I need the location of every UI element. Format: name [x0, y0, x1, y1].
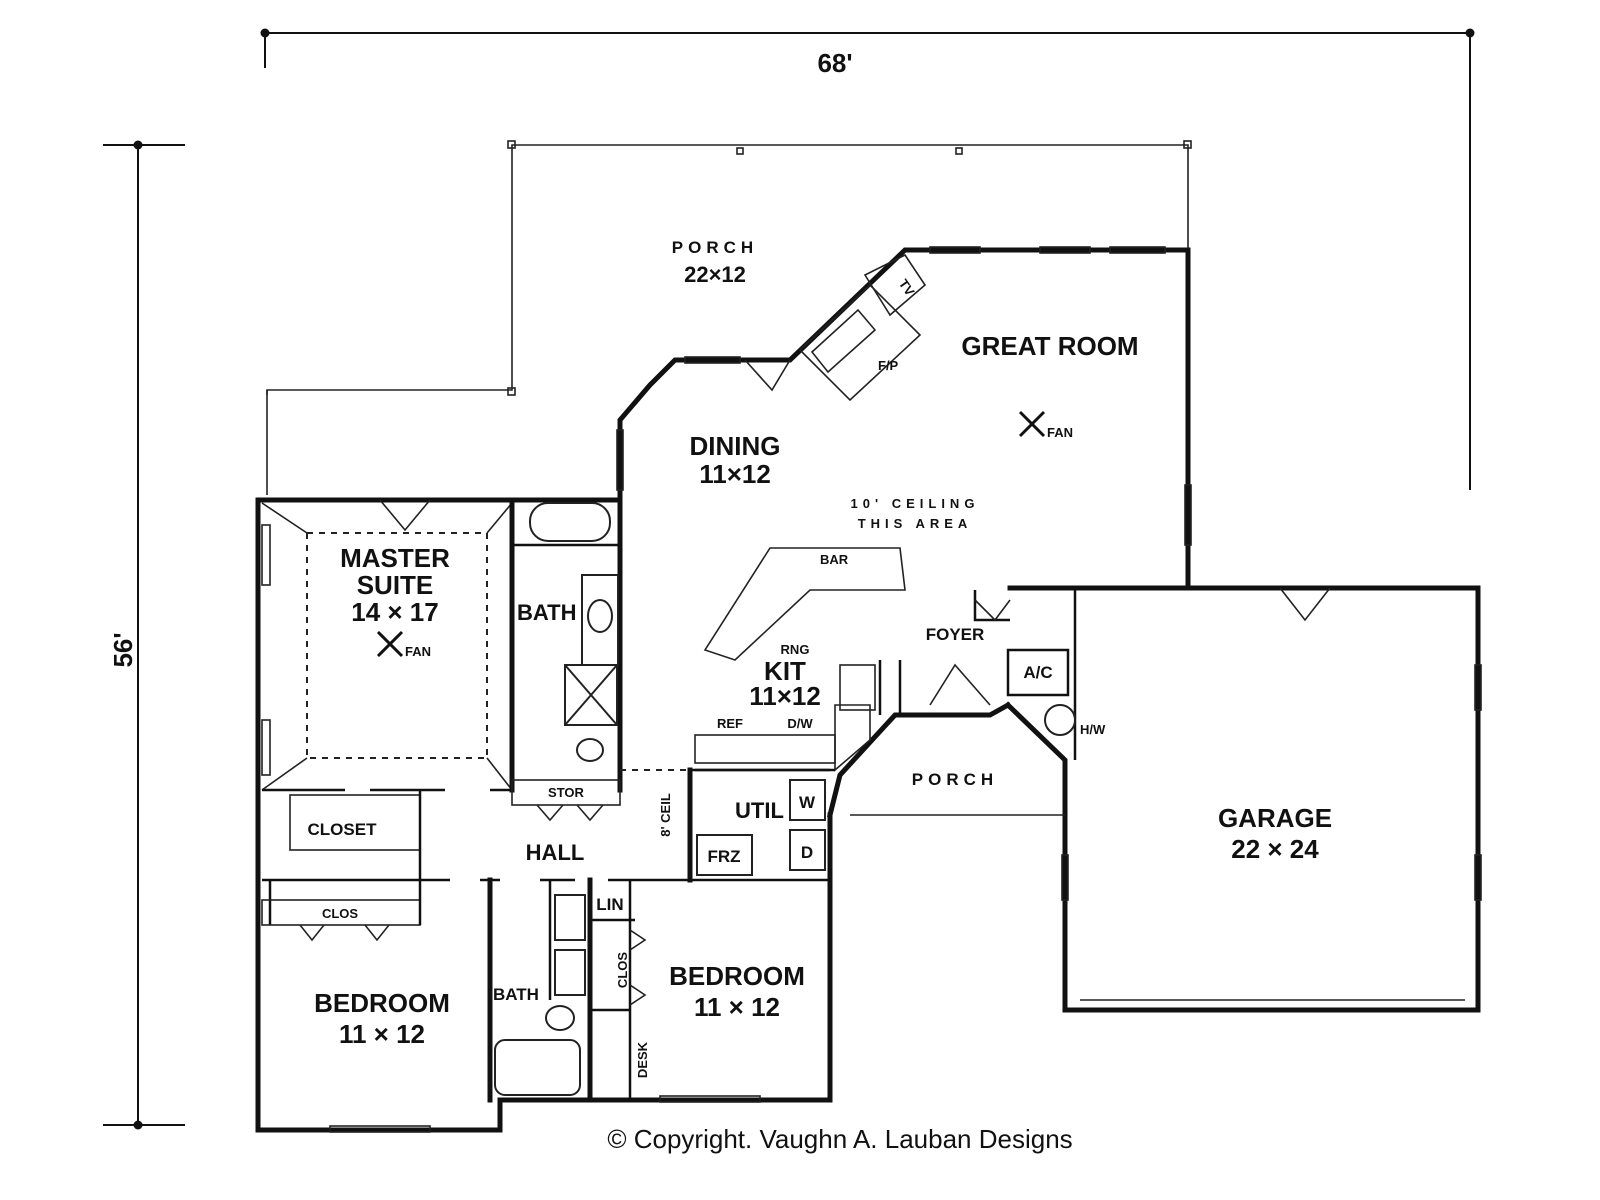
- fireplace: [798, 253, 927, 402]
- garage-details: [1061, 587, 1482, 1001]
- bedroom-right-window: [659, 1095, 761, 1103]
- great-room-label: GREAT ROOM: [961, 331, 1138, 361]
- hall-walls: [432, 877, 635, 1103]
- freezer-icon: [696, 834, 753, 876]
- garage-label: GARAGE: [1218, 803, 1332, 833]
- ac-label: A/C: [1023, 663, 1052, 682]
- second-bath: [494, 877, 593, 1103]
- ceiling-fan-icon: [1018, 410, 1046, 438]
- freezer-label: FRZ: [707, 847, 740, 866]
- range-icon: [834, 704, 871, 772]
- bathtub-icon: [494, 1039, 581, 1096]
- ceiling-note-line1: 10' CEILING: [851, 496, 980, 511]
- sink-icon: [554, 894, 586, 941]
- toilet-icon: [545, 1005, 575, 1031]
- hw-label: H/W: [1080, 722, 1106, 737]
- dining-label: DINING: [690, 431, 781, 461]
- linen-closet: [590, 880, 647, 1100]
- bedroom-right-clos-label: CLOS: [615, 952, 630, 988]
- fireplace-label: F/P: [878, 358, 899, 373]
- washer-label: W: [799, 793, 816, 812]
- master-bath: [509, 497, 623, 822]
- ceiling-8-label: 8' CEIL: [658, 793, 673, 837]
- ceiling-fan-icon: [376, 630, 404, 658]
- width-dimension-label: 68': [817, 48, 852, 78]
- dining-windows: [616, 356, 791, 491]
- kitchen-size: 11×12: [749, 681, 821, 711]
- dw-label: D/W: [787, 716, 813, 731]
- width-dimension-line: [260, 28, 1475, 490]
- hall-label: HALL: [526, 840, 585, 865]
- ceiling-note-line2: THIS AREA: [858, 516, 973, 531]
- counter-icon: [694, 734, 836, 764]
- dryer-label: D: [801, 843, 813, 862]
- depth-dimension-line: [103, 140, 185, 1130]
- washer-icon: [789, 779, 826, 821]
- exterior-walls: [255, 247, 1481, 1133]
- water-heater-icon: [1044, 704, 1076, 736]
- linen-label: LIN: [596, 895, 623, 914]
- bathtub-icon: [529, 502, 611, 542]
- master-suite-label-line2: SUITE: [357, 570, 434, 600]
- ref-label: REF: [717, 716, 743, 731]
- vanity-icon: [554, 949, 586, 996]
- kitchen-label: KIT: [764, 656, 806, 686]
- master-fan-label: FAN: [405, 644, 431, 659]
- kitchen: [694, 547, 906, 772]
- sink-icon: [587, 599, 613, 633]
- great-room-fan-label: FAN: [1047, 425, 1073, 440]
- utility-label: UTIL: [735, 798, 784, 823]
- front-porch-label: PORCH: [912, 770, 998, 789]
- range-label: RNG: [781, 642, 810, 657]
- bedroom-left-clos-label: CLOS: [322, 906, 358, 921]
- storage-label: STOR: [548, 785, 584, 800]
- foyer: [929, 588, 1077, 760]
- rear-porch-outline: [266, 140, 1192, 495]
- bedroom-left-label: BEDROOM: [314, 988, 450, 1018]
- closet-label: CLOSET: [308, 820, 378, 839]
- tv-label: TV: [896, 276, 918, 298]
- depth-dimension-label: 56': [108, 632, 138, 667]
- second-bath-label: BATH: [493, 985, 539, 1004]
- copyright-text: © Copyright. Vaughn A. Lauban Designs: [607, 1124, 1072, 1154]
- bedroom-left-size: 11 × 12: [339, 1019, 425, 1049]
- bedroom-left-window: [329, 1125, 431, 1133]
- garage-size: 22 × 24: [1231, 834, 1319, 864]
- foyer-label: FOYER: [926, 625, 985, 644]
- great-room-windows: [929, 246, 1192, 546]
- toilet-icon: [576, 738, 604, 762]
- master-suite-size: 14 × 17: [351, 597, 438, 627]
- dryer-icon: [789, 829, 826, 871]
- bedroom-right-size: 11 × 12: [694, 992, 780, 1022]
- bedroom-right-label: BEDROOM: [669, 961, 805, 991]
- rear-porch-label: PORCH: [672, 238, 758, 257]
- master-suite: [261, 499, 513, 792]
- rear-porch-size: 22×12: [684, 262, 746, 287]
- bar-label: BAR: [820, 552, 849, 567]
- desk-label: DESK: [635, 1041, 650, 1078]
- dining-size: 11×12: [699, 459, 771, 489]
- closet: [261, 790, 432, 942]
- master-suite-label-line1: MASTER: [340, 543, 450, 573]
- master-bath-label: BATH: [517, 600, 576, 625]
